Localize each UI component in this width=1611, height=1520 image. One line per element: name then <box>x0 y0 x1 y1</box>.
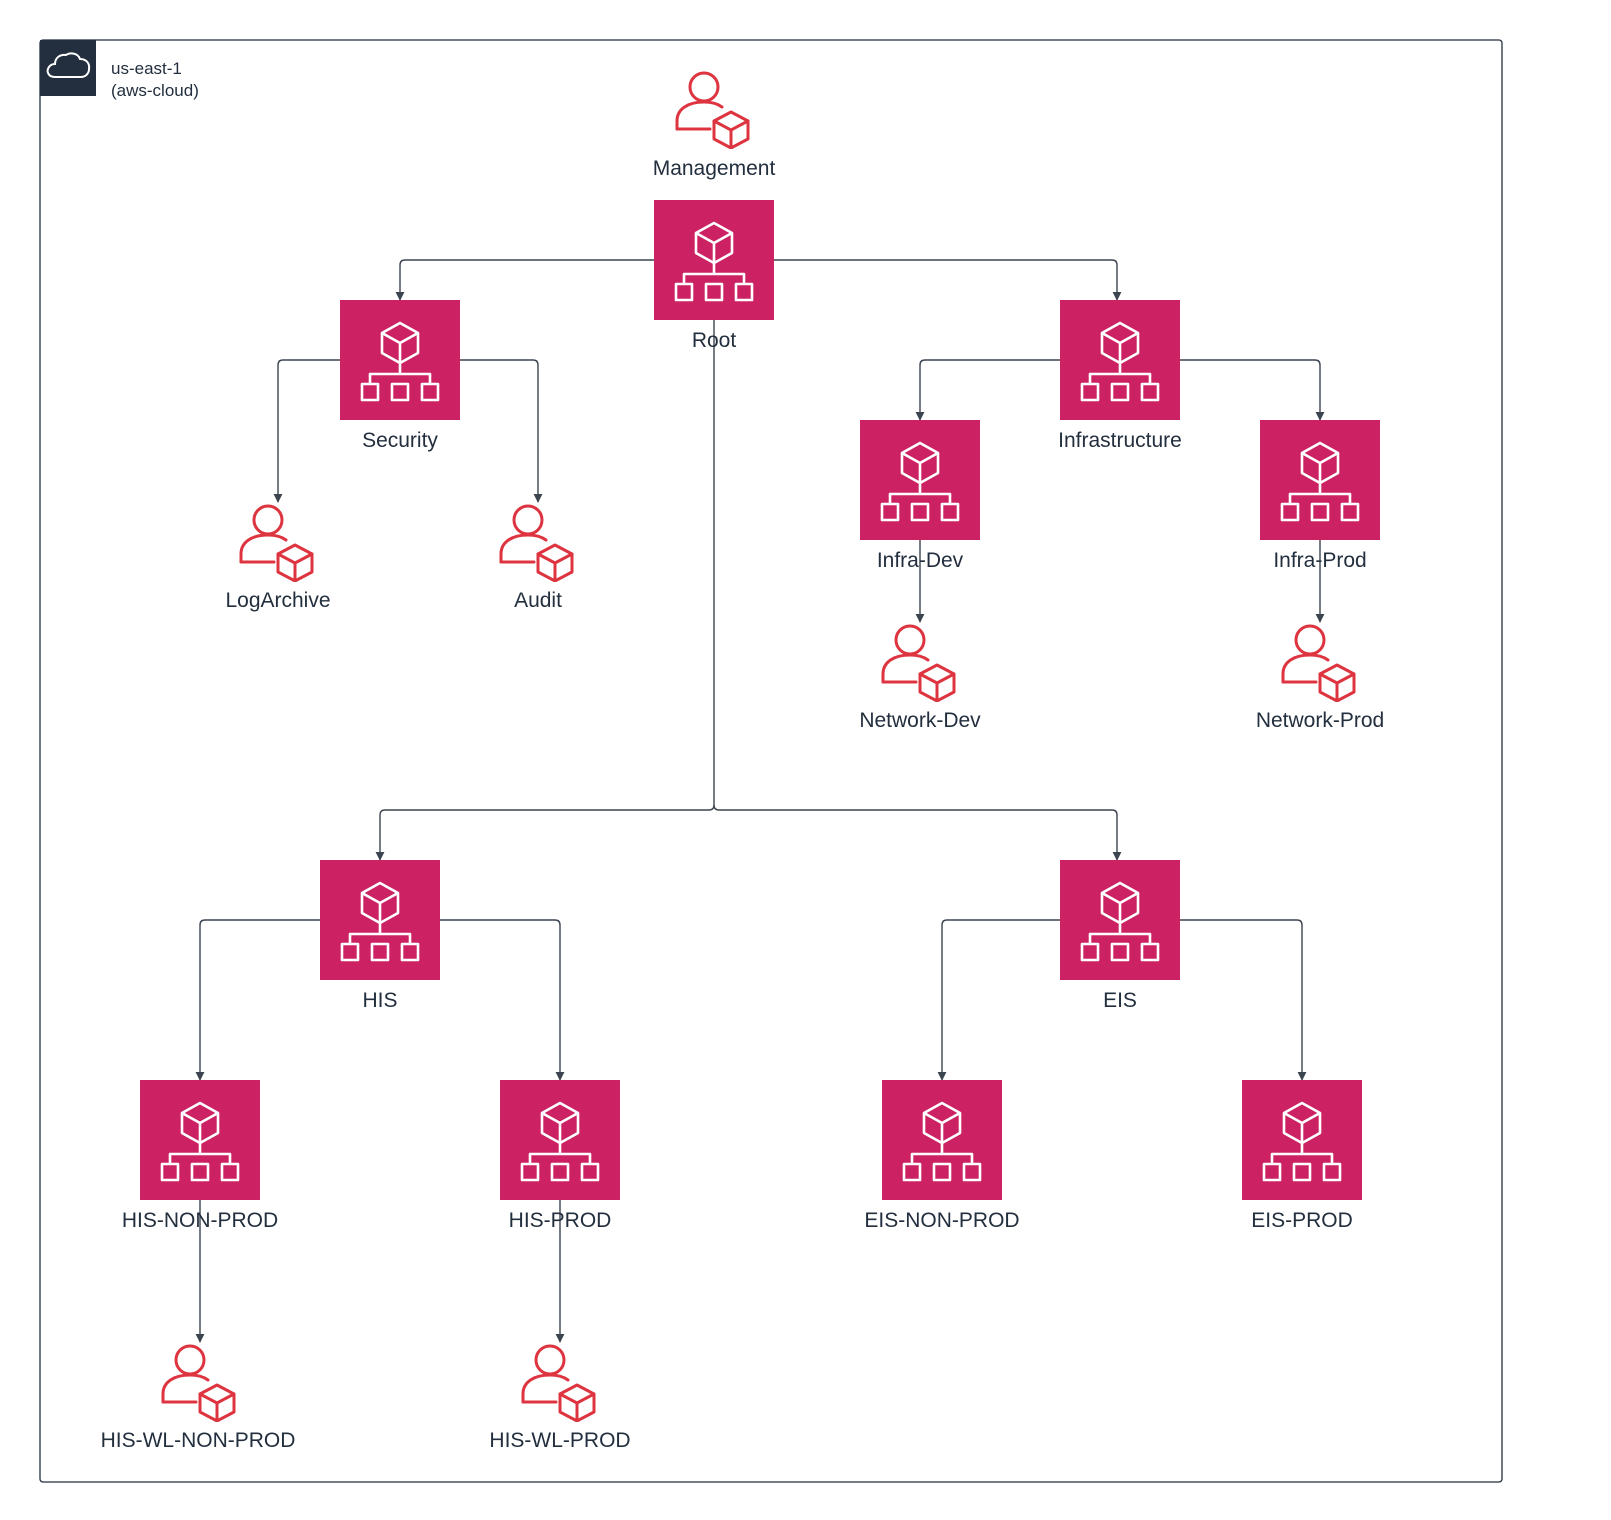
node-label: HIS-PROD <box>509 1209 612 1232</box>
node-label: Infrastructure <box>1058 429 1182 452</box>
node-label: HIS-WL-PROD <box>489 1429 630 1452</box>
organizational-unit-icon <box>320 860 440 980</box>
edge-eis-eis-non-prod <box>937 919 1060 1081</box>
edge-eis-eis-prod <box>1180 919 1307 1081</box>
account-icon <box>161 1344 236 1422</box>
organizational-unit-icon <box>860 420 980 540</box>
node-label: LogArchive <box>225 589 330 612</box>
organizational-unit-icon <box>500 1080 620 1200</box>
organizational-unit-icon <box>140 1080 260 1200</box>
region-subtitle: (aws-cloud) <box>111 81 199 100</box>
edge-root-eis <box>713 804 1122 861</box>
node-label: HIS-NON-PROD <box>122 1209 278 1232</box>
node-label: Root <box>692 329 737 352</box>
account-icon <box>239 504 314 582</box>
ou-infrastructure[interactable]: Infrastructure <box>1058 300 1182 452</box>
organizational-unit-icon <box>1242 1080 1362 1200</box>
account-icon <box>1281 624 1356 702</box>
organizational-unit-icon <box>882 1080 1002 1200</box>
node-label: HIS <box>362 989 397 1012</box>
account-network-dev[interactable]: Network-Dev <box>859 624 981 732</box>
edges <box>195 259 1325 1343</box>
ou-infra-prod[interactable]: Infra-Prod <box>1260 420 1380 572</box>
ou-root[interactable]: Root <box>654 200 774 352</box>
edge-infrastructure-infra-prod <box>1180 359 1325 421</box>
organizational-unit-icon <box>1260 420 1380 540</box>
node-label: EIS <box>1103 989 1137 1012</box>
node-label: EIS-NON-PROD <box>864 1209 1019 1232</box>
node-label: Management <box>653 157 776 180</box>
account-icon <box>881 624 956 702</box>
node-label: Infra-Prod <box>1273 549 1366 572</box>
account-management[interactable]: Management <box>653 71 776 180</box>
account-audit[interactable]: Audit <box>499 504 574 612</box>
edge-root-his <box>375 804 715 861</box>
region-frame <box>39 39 1503 1483</box>
ou-eis[interactable]: EIS <box>1060 860 1180 1012</box>
node-label: HIS-WL-NON-PROD <box>101 1429 296 1452</box>
ou-infra-dev[interactable]: Infra-Dev <box>860 420 980 572</box>
node-label: EIS-PROD <box>1251 1209 1353 1232</box>
edge-root-infrastructure <box>774 259 1122 301</box>
account-icon <box>675 71 750 149</box>
region-title: us-east-1 <box>111 59 182 78</box>
node-label: Security <box>362 429 438 452</box>
ou-security[interactable]: Security <box>340 300 460 452</box>
account-his-wl-non-prod[interactable]: HIS-WL-NON-PROD <box>101 1344 296 1452</box>
account-icon <box>521 1344 596 1422</box>
organizational-unit-icon <box>1060 300 1180 420</box>
ou-his[interactable]: HIS <box>320 860 440 1012</box>
edge-security-audit <box>460 359 543 503</box>
node-label: Network-Prod <box>1256 709 1384 732</box>
node-label: Infra-Dev <box>877 549 964 572</box>
account-logarchive[interactable]: LogArchive <box>225 504 331 612</box>
organizational-unit-icon <box>340 300 460 420</box>
ou-his-non-prod[interactable]: HIS-NON-PROD <box>122 1080 278 1232</box>
ou-his-prod[interactable]: HIS-PROD <box>500 1080 620 1232</box>
ou-eis-prod[interactable]: EIS-PROD <box>1242 1080 1362 1232</box>
organizational-unit-icon <box>654 200 774 320</box>
edge-his-his-prod <box>440 919 565 1081</box>
account-network-prod[interactable]: Network-Prod <box>1256 624 1384 732</box>
edge-infrastructure-infra-dev <box>915 359 1060 421</box>
edge-root-security <box>395 259 654 301</box>
edge-security-logarchive <box>273 359 340 503</box>
node-label: Network-Dev <box>859 709 981 732</box>
node-label: Audit <box>514 589 562 612</box>
edge-his-his-non-prod <box>195 919 320 1081</box>
account-icon <box>499 504 574 582</box>
ou-eis-non-prod[interactable]: EIS-NON-PROD <box>864 1080 1020 1232</box>
organizational-unit-icon <box>1060 860 1180 980</box>
account-his-wl-prod[interactable]: HIS-WL-PROD <box>489 1344 631 1452</box>
